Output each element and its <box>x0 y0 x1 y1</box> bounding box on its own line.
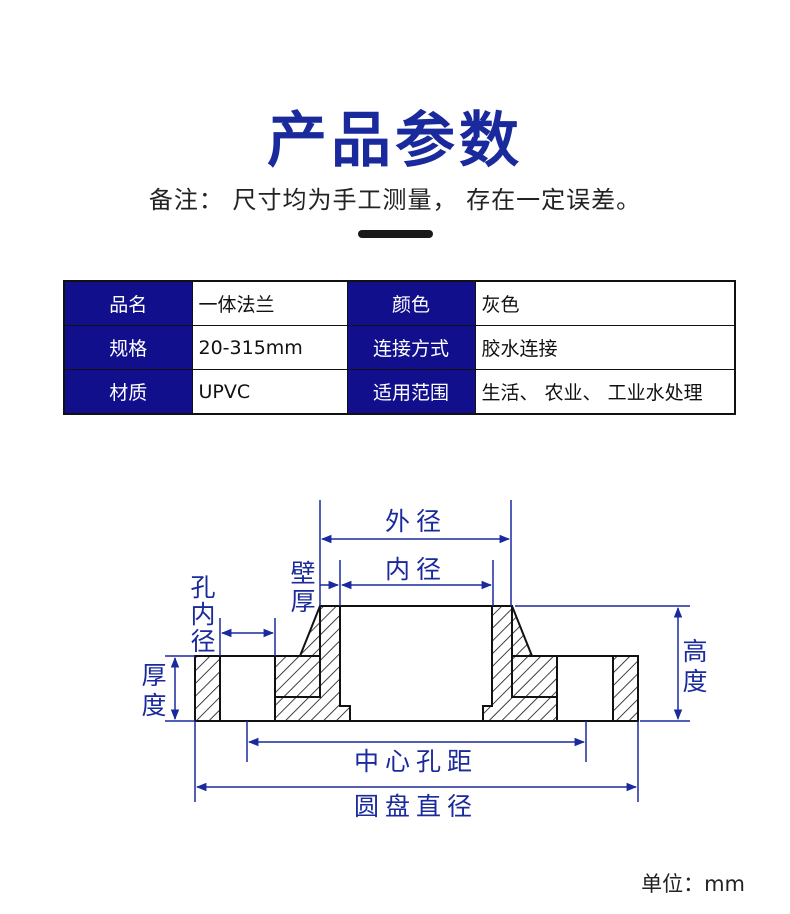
flange-cross-section <box>194 605 639 722</box>
thickness-label: 厚 <box>141 661 166 690</box>
disc-diameter-label: 圆盘直径 <box>354 792 478 821</box>
spec-key: 材质 <box>63 369 193 415</box>
center-hole-distance-label: 中心孔距 <box>354 747 478 776</box>
thickness-label: 度 <box>141 691 166 720</box>
inner-diameter-label: 内径 <box>385 555 447 584</box>
table-row: 规格 20-315mm 连接方式 胶水连接 <box>63 325 736 370</box>
spec-value: 生活、 农业、 工业水处理 <box>474 369 736 415</box>
spec-key: 规格 <box>63 325 193 370</box>
height-label: 度 <box>682 667 707 696</box>
page-title: 产品参数 <box>267 106 523 176</box>
unit-label: 单位：mm <box>641 872 745 896</box>
height-label: 高 <box>682 637 707 666</box>
dimension-labels: 外径 内径 壁 厚 孔 内 径 厚 度 高 度 中心孔距 圆盘直径 <box>141 507 707 821</box>
measurement-note: 备注： 尺寸均为手工测量， 存在一定误差。 <box>148 186 642 214</box>
hole-inner-diameter-label: 内 <box>190 600 215 629</box>
dimension-lines <box>165 500 690 802</box>
spec-key: 颜色 <box>346 280 476 326</box>
wall-thickness-label: 厚 <box>290 587 315 616</box>
spec-key: 适用范围 <box>346 369 476 415</box>
spec-table: 品名 一体法兰 颜色 灰色 规格 20-315mm 连接方式 胶水连接 材质 U… <box>63 280 736 415</box>
table-row: 材质 UPVC 适用范围 生活、 农业、 工业水处理 <box>63 369 736 415</box>
hole-inner-diameter-label: 径 <box>190 627 215 656</box>
spec-value: UPVC <box>191 369 348 415</box>
flange-outline <box>195 605 638 722</box>
spec-key: 连接方式 <box>346 325 476 370</box>
hole-inner-diameter-label: 孔 <box>190 573 215 602</box>
table-row: 品名 一体法兰 颜色 灰色 <box>63 280 736 326</box>
title-divider <box>358 230 433 238</box>
spec-value: 胶水连接 <box>474 325 736 370</box>
wall-thickness-label: 壁 <box>290 559 315 588</box>
outer-diameter-label: 外径 <box>385 507 447 536</box>
spec-value: 20-315mm <box>191 325 348 370</box>
